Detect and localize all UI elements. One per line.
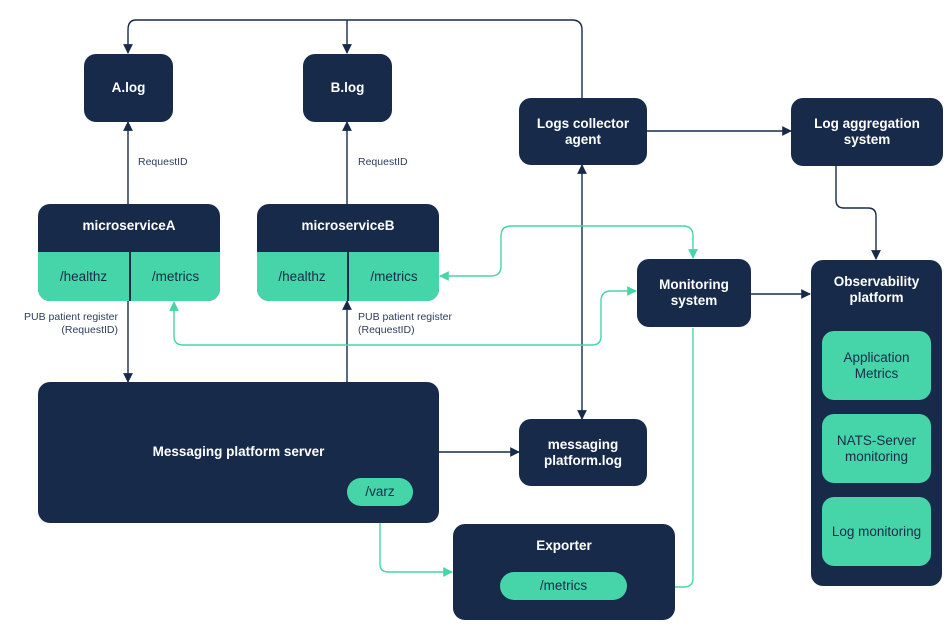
microservice-b-healthz-endpoint: /healthz [257,252,347,301]
edge-label-request-id-b: RequestID [358,156,408,168]
edge-collector-to-logs [123,19,583,100]
log-aggregation-node: Log aggregation system [791,98,943,166]
nats-server-monitoring-label: NATS-Server monitoring [836,432,917,464]
edge-label-pub-a-line2: (RequestID) [61,323,118,336]
messaging-platform-log-label: messaging platform.log [544,436,622,468]
exporter-metrics-endpoint: /metrics [500,572,627,600]
nats-server-monitoring-item: NATS-Server monitoring [822,414,931,483]
application-metrics-item: Application Metrics [822,331,931,400]
messaging-platform-log-node: messaging platform.log [519,419,647,486]
monitoring-system-node: Monitoring system [637,259,751,327]
a-log-node: A.log [84,54,173,122]
messaging-platform-server-title: Messaging platform server [152,443,325,459]
observability-platform-title: Observability platform [833,274,920,305]
edge-monitoring-to-exporter-metrics [627,328,694,592]
edge-label-pub-b: PUB patient register (RequestID) [358,311,452,336]
edge-label-pub-b-line1: PUB patient register [358,311,452,323]
exporter-title: Exporter [536,538,592,553]
edge-aggregation-to-observability [835,166,881,260]
edge-label-pub-a-line1: PUB patient register [24,311,118,323]
microservice-a-title: microserviceA [82,218,176,233]
edge-label-pub-a: PUB patient register (RequestID) [4,311,118,336]
monitoring-system-label: Monitoring system [659,277,729,308]
edge-label-pub-b-line2: (RequestID) [358,323,415,336]
logs-collector-agent-label: Logs collector agent [536,115,630,147]
application-metrics-label: Application Metrics [843,349,910,381]
microservice-b-metrics-endpoint: /metrics [349,252,439,301]
edge-monitoring-microservicea-healthz [169,286,637,346]
microservice-a-metrics-endpoint: /metrics [131,252,220,301]
microservice-b-title: microserviceB [301,218,395,233]
log-monitoring-label: Log monitoring [831,523,922,539]
b-log-node: B.log [303,54,392,122]
microservice-a-healthz-endpoint: /healthz [38,252,129,301]
log-monitoring-item: Log monitoring [822,497,931,566]
edge-label-request-id-a: RequestID [138,156,188,168]
log-aggregation-label: Log aggregation system [814,116,920,147]
varz-endpoint: /varz [347,478,413,506]
edge-monitoring-microserviceb-metrics [439,225,698,281]
edge-varz-exporter [375,505,453,577]
logs-collector-agent-node: Logs collector agent [519,98,647,165]
